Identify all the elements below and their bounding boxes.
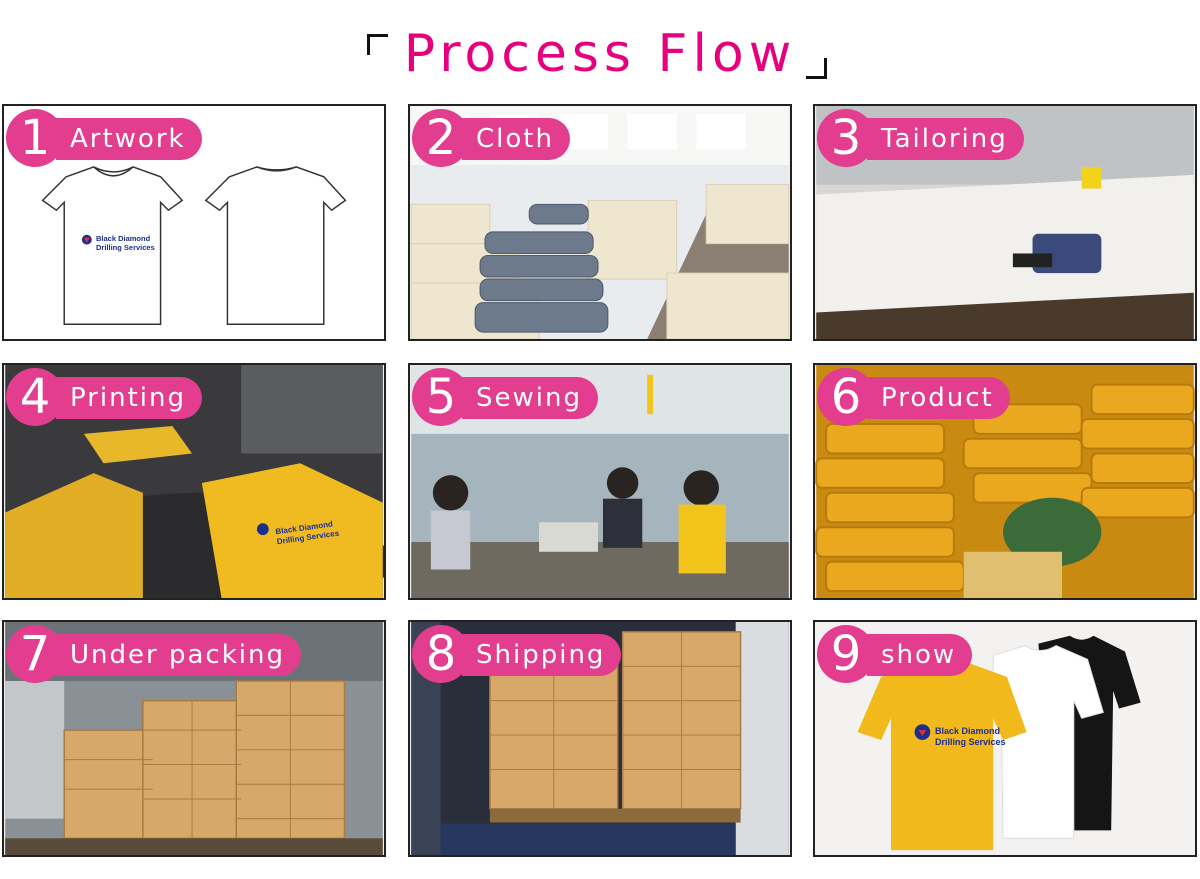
cloth-warehouse-photo [410,106,790,339]
step-number: 5 [412,368,470,426]
step-number: 1 [6,109,64,167]
artwork-tshirt-sketch [41,166,347,325]
step-number: 2 [412,109,470,167]
step-label: Under packing [56,634,301,676]
step-tag-6: 6 Product [817,368,1010,426]
step-tag-2: 2 Cloth [412,109,570,167]
sewing-workshop-photo [411,365,789,598]
step-label: Product [867,377,1010,419]
page-header: Process Flow [0,0,1200,100]
step-label: show [867,634,973,676]
step-panel-cloth: 2 Cloth [408,104,792,341]
step-panel-sewing: 5 Sewing [408,363,792,600]
step-tag-3: 3 Tailoring [817,109,1024,167]
step-number: 7 [6,625,64,683]
step-number: 6 [817,368,875,426]
step-label: Printing [56,377,203,419]
step-panel-under-packing: 7 Under packing [2,620,386,857]
step-label: Sewing [462,377,598,419]
corner-bracket-top-left [367,34,388,55]
step-tag-8: 8 Shipping [412,625,622,683]
step-tag-1: 1 Artwork [6,109,202,167]
step-tag-5: 5 Sewing [412,368,598,426]
step-tag-7: 7 Under packing [6,625,301,683]
step-number: 4 [6,368,64,426]
step-label: Shipping [462,634,622,676]
step-tag-4: 4 Printing [6,368,203,426]
step-panel-shipping: 8 Shipping [408,620,792,857]
step-number: 3 [817,109,875,167]
step-panel-tailoring: 3 Tailoring [813,104,1197,341]
page-title: Process Flow [403,24,797,84]
corner-bracket-bottom-right [806,58,827,79]
step-panel-product: 6 Product [813,363,1197,600]
step-number: 8 [412,625,470,683]
step-number: 9 [817,625,875,683]
step-label: Cloth [462,118,570,160]
step-label: Artwork [56,118,202,160]
step-tag-9: 9 show [817,625,973,683]
step-label: Tailoring [867,118,1024,160]
